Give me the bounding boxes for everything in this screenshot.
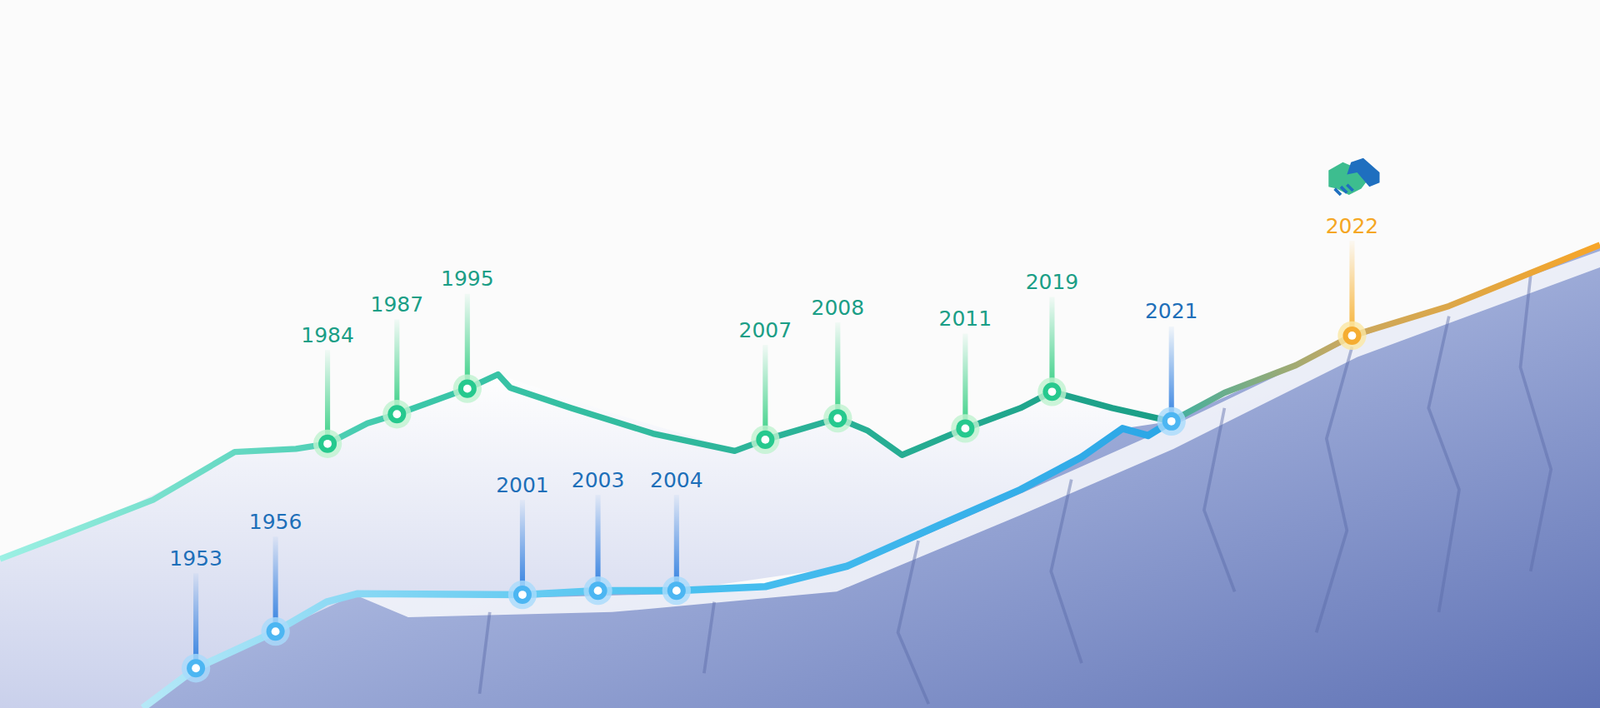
year-dot (1042, 382, 1061, 401)
dot-halo (1337, 321, 1366, 350)
dot-halo (950, 414, 980, 443)
year-label: 2021 (1142, 300, 1201, 323)
dot-center (594, 586, 603, 595)
dot-center (960, 425, 970, 434)
handshake-icon (1328, 158, 1380, 195)
year-label: 1987 (368, 292, 427, 315)
year-dot (667, 581, 686, 600)
year-dot (458, 380, 477, 399)
dot-center (518, 590, 527, 600)
dot-center (271, 627, 280, 636)
year-label: 1953 (166, 546, 225, 570)
dot-center (672, 586, 681, 595)
dot-halo (453, 374, 482, 403)
year-stalk (835, 322, 840, 419)
dot-halo (260, 617, 290, 646)
year-stalk (674, 495, 680, 591)
dot-center (1048, 387, 1057, 396)
year-dot (318, 435, 337, 454)
year-label: 2022 (1323, 214, 1382, 237)
year-dot (955, 419, 975, 438)
year-dot (387, 405, 406, 424)
dot-halo (1037, 377, 1066, 406)
year-dot (589, 581, 608, 600)
year-label: 1984 (298, 323, 357, 346)
year-label: 2004 (647, 468, 706, 491)
year-dot (828, 409, 847, 428)
dot-halo (313, 430, 342, 459)
year-label: 1995 (438, 267, 497, 290)
year-label: 2003 (569, 468, 628, 491)
dot-halo (750, 425, 780, 455)
year-stalk (595, 495, 600, 591)
year-label: 2008 (808, 295, 867, 319)
year-dot (1342, 326, 1361, 345)
dot-center (1348, 331, 1357, 340)
dot-halo (662, 576, 691, 605)
dot-halo (823, 404, 852, 433)
dot-center (463, 385, 472, 394)
dot-center (323, 440, 332, 449)
year-label: 2007 (736, 318, 795, 341)
dot-center (1167, 417, 1176, 426)
year-label: 2011 (936, 307, 995, 330)
year-dot (266, 622, 285, 641)
dot-center (191, 664, 200, 673)
dot-halo (1157, 407, 1186, 436)
dot-halo (508, 580, 537, 610)
dot-center (833, 414, 842, 423)
dot-halo (181, 654, 210, 683)
dot-halo (583, 576, 612, 605)
year-dot (755, 430, 775, 450)
dot-halo (382, 400, 411, 429)
dot-center (760, 435, 770, 445)
dot-center (392, 410, 401, 419)
year-label: 2001 (493, 473, 552, 496)
year-dot (186, 659, 205, 678)
year-dot (1162, 412, 1181, 431)
year-label: 2019 (1023, 270, 1082, 293)
year-dot (513, 585, 532, 605)
year-label: 1956 (246, 510, 305, 533)
